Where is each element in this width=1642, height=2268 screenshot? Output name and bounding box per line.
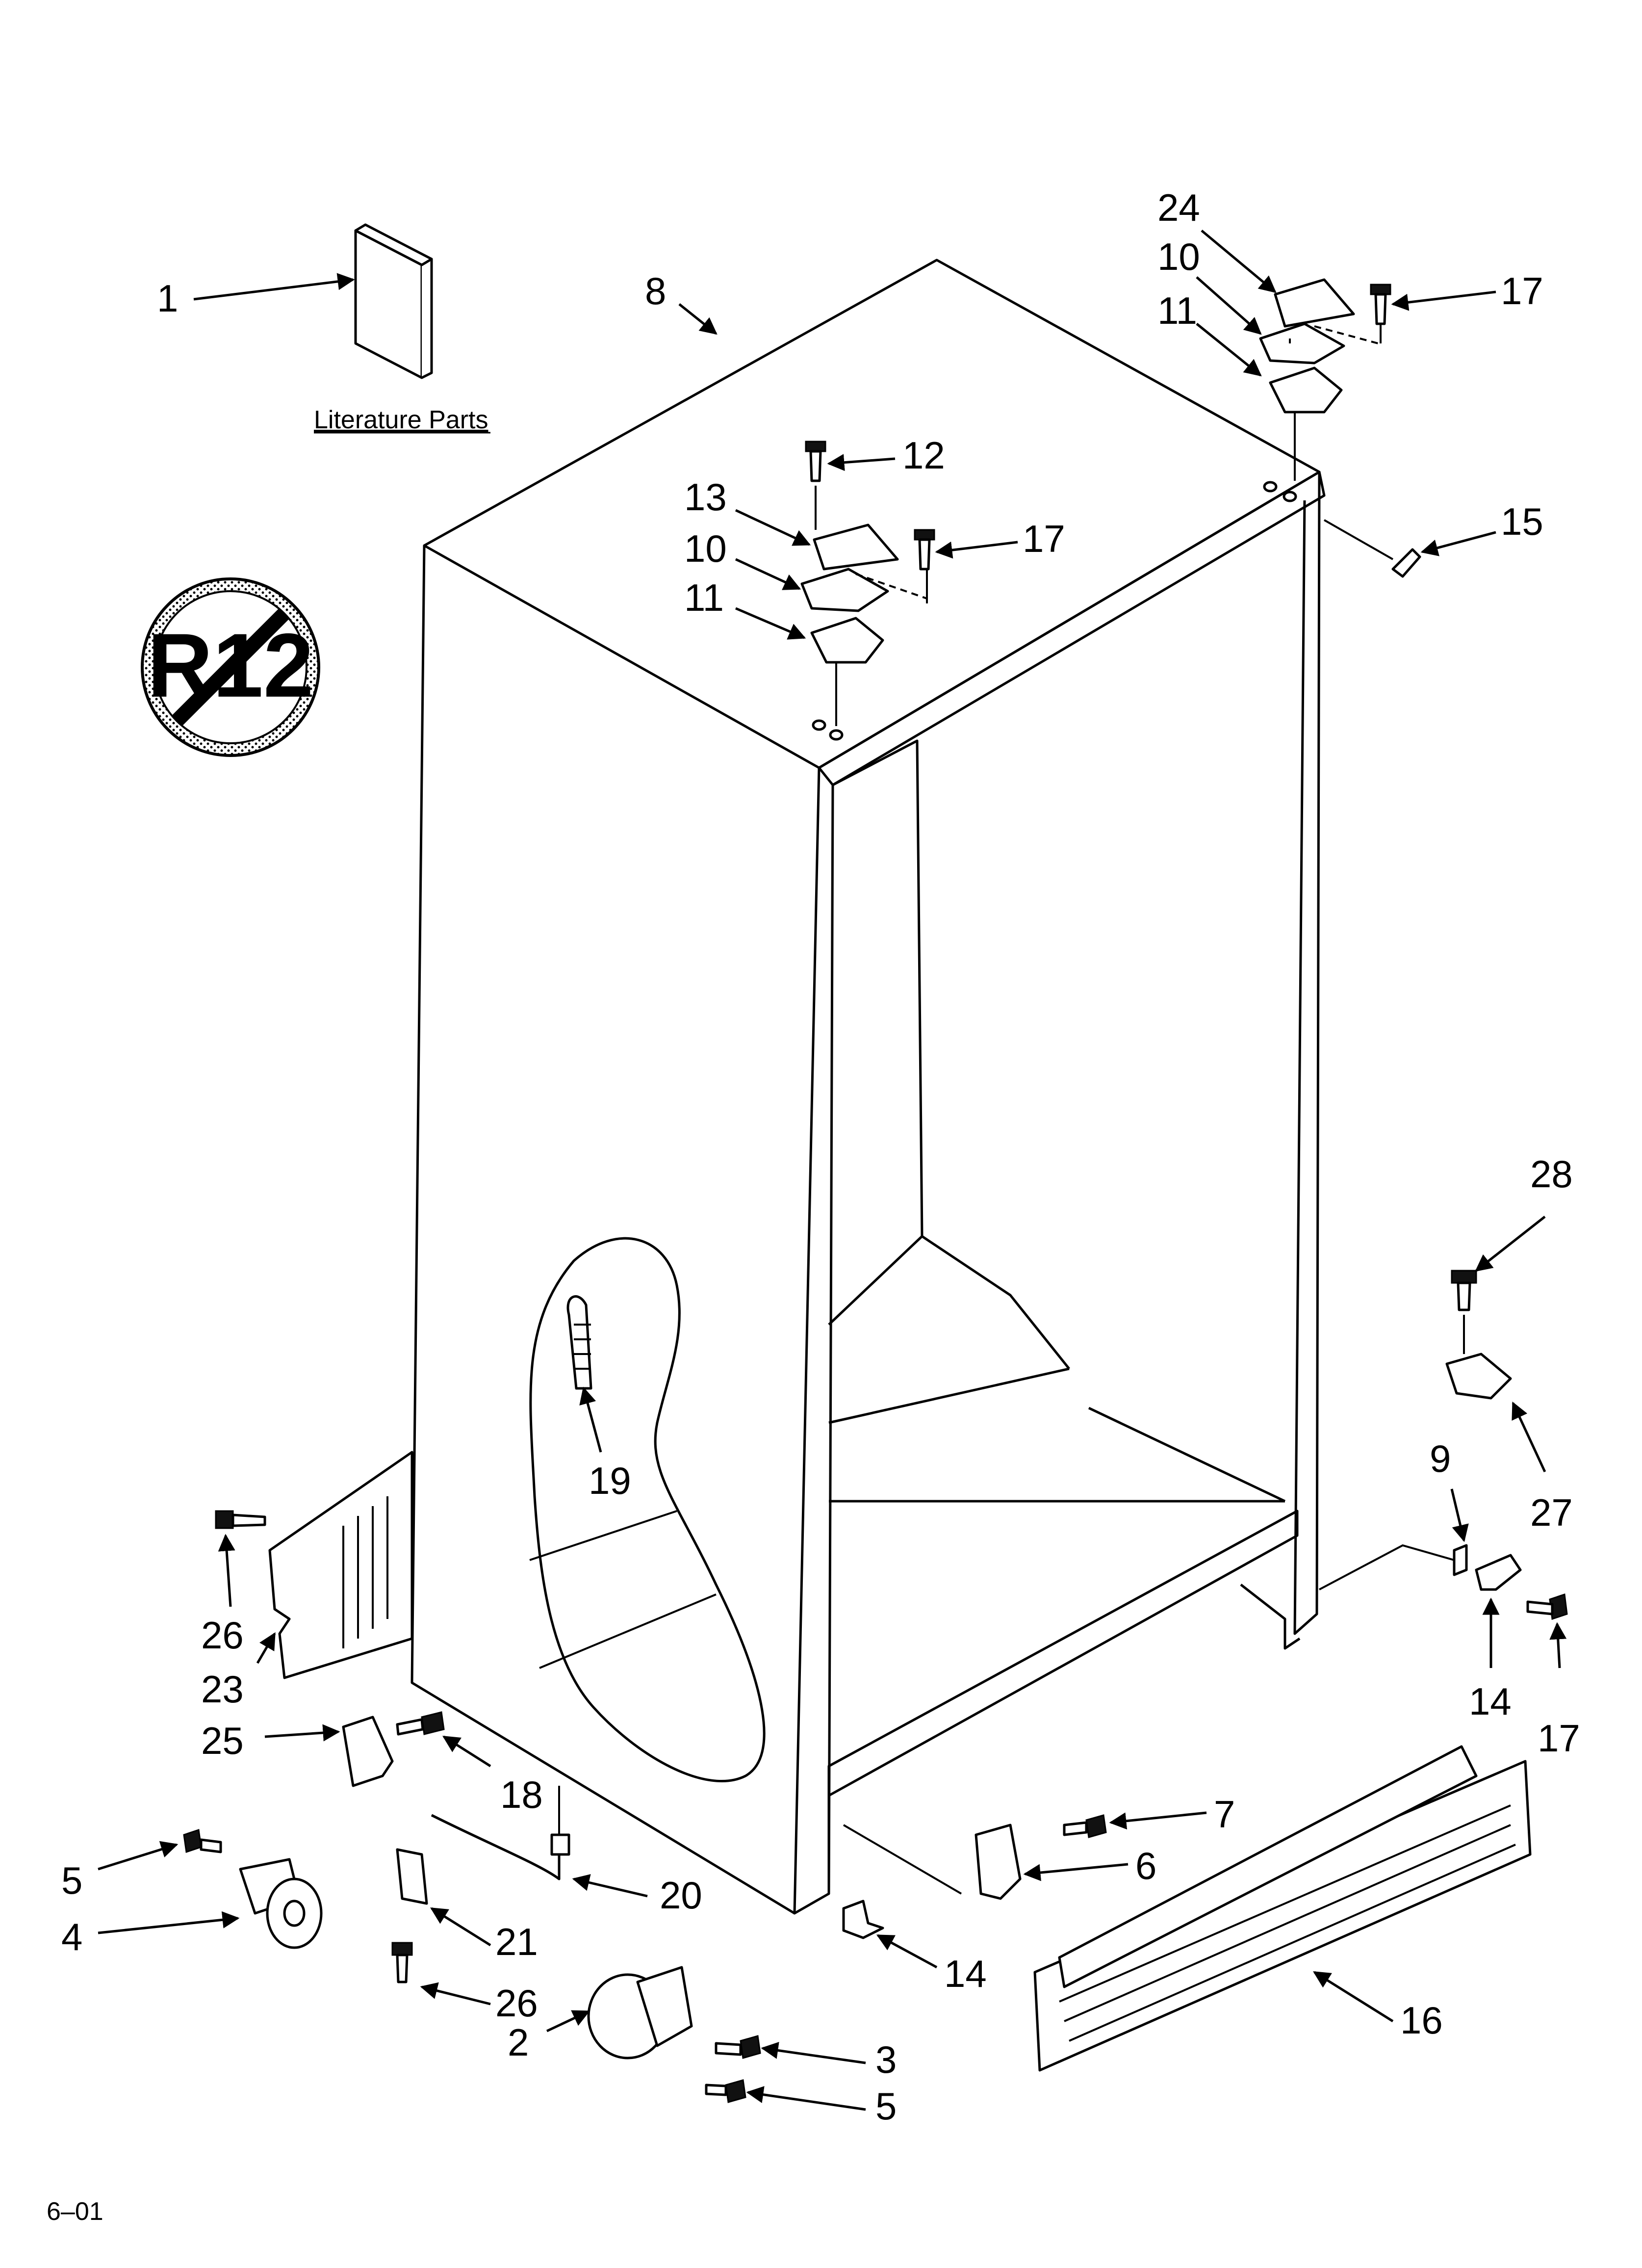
callout-10-right: 10 [1157, 235, 1200, 278]
literature-caption: Literature Parts [314, 406, 488, 434]
screw-17-top-right [1370, 284, 1391, 325]
literature-book [354, 223, 433, 379]
callout-19: 19 [589, 1459, 631, 1502]
callout-15: 15 [1501, 500, 1543, 543]
bracket-27-28 [1445, 1270, 1512, 1400]
callout-9: 9 [1430, 1437, 1451, 1480]
spring-19 [566, 1295, 592, 1390]
drain-tube-20 [391, 1786, 570, 1983]
callout-23: 23 [201, 1668, 244, 1711]
clip-25 [342, 1711, 445, 1787]
compressor-panel-23 [215, 1451, 413, 1679]
callout-14-front: 14 [944, 1952, 987, 1995]
callout-8: 8 [645, 269, 666, 313]
callout-14-right: 14 [1469, 1680, 1512, 1723]
callout-1: 1 [157, 277, 178, 320]
upper-hinge-right [1259, 278, 1382, 481]
callout-7: 7 [1214, 1793, 1235, 1836]
callout-12: 12 [902, 434, 945, 477]
base-grille-16 [1033, 1745, 1532, 2072]
callout-11-right: 11 [1157, 289, 1197, 332]
callout-labels: 1 8 24 10 11 17 12 13 10 11 17 15 28 19 … [61, 186, 1580, 2128]
callout-24: 24 [1157, 186, 1200, 229]
callout-6: 6 [1135, 1844, 1156, 1887]
callout-17-top-left: 17 [1023, 517, 1065, 560]
no-r12-symbol: R12 [141, 577, 320, 757]
callout-4: 4 [61, 1915, 82, 1958]
grille-clip-6 [843, 1814, 1107, 1900]
callout-20: 20 [660, 1874, 702, 1917]
callout-17-top-right: 17 [1501, 269, 1543, 313]
callout-21: 21 [495, 1920, 538, 1963]
callout-17-bottom-right: 17 [1538, 1717, 1580, 1760]
callout-25: 25 [201, 1719, 244, 1762]
bracket-9-14 [1319, 1544, 1568, 1620]
callout-5-bottom: 5 [875, 2085, 897, 2128]
callout-3: 3 [875, 2038, 897, 2081]
callout-26-left: 26 [201, 1614, 244, 1657]
callout-11-left: 11 [684, 576, 724, 619]
callout-26-bottom: 26 [495, 1981, 538, 2025]
upper-hinge-left [800, 441, 935, 726]
callout-28: 28 [1530, 1152, 1573, 1196]
callout-2: 2 [508, 2021, 529, 2064]
callout-16: 16 [1400, 1999, 1443, 2042]
roller-2 [587, 1966, 761, 2103]
footer-code: 6–01 [47, 2197, 103, 2226]
callout-27: 27 [1530, 1491, 1573, 1534]
callout-leaders [98, 230, 1567, 2111]
plug-15 [1324, 519, 1421, 578]
bracket-14-front [842, 1900, 884, 1939]
callout-13: 13 [684, 475, 727, 519]
callout-5-left: 5 [61, 1859, 82, 1902]
callout-18: 18 [500, 1773, 543, 1816]
refrigerator-cabinet [410, 259, 1326, 1915]
callout-10-left: 10 [684, 527, 727, 570]
roller-4 [183, 1829, 323, 1949]
